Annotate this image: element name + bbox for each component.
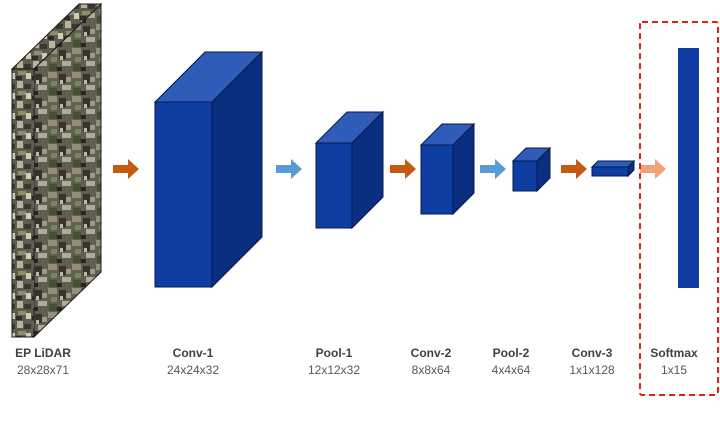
layer-label-pool1: Pool-1 12x12x32 (279, 345, 389, 379)
conv-arrow-icon (561, 159, 587, 179)
layer-label-conv2: Conv-2 8x8x64 (376, 345, 486, 379)
layer-label-pool2: Pool-2 4x4x64 (456, 345, 566, 379)
block-front-face (512, 160, 538, 192)
layer-label-softmax: Softmax 1x15 (619, 345, 720, 379)
input-cube-front (11, 68, 35, 338)
layer-dims: 4x4x64 (491, 363, 531, 377)
layer-block-pool1 (314, 110, 385, 230)
layer-dims: 8x8x64 (411, 363, 451, 377)
layer-block-conv1 (153, 50, 264, 289)
block-front-face (315, 142, 353, 229)
layer-dims: 24x24x32 (166, 363, 220, 377)
block-front-face (591, 166, 629, 177)
input-lidar-cube (10, 2, 103, 339)
conv-arrow-icon (113, 159, 139, 179)
layer-dims: 28x28x71 (16, 363, 70, 377)
layer-block-pool2 (511, 146, 552, 193)
layer-name: EP LiDAR (15, 346, 71, 360)
softmax-arrow-icon (640, 159, 666, 179)
softmax-output-bar (678, 48, 699, 288)
layer-name: Softmax (650, 346, 698, 360)
layer-dims: 12x12x32 (307, 363, 361, 377)
layer-block-conv2 (419, 122, 476, 216)
conv-arrow-icon (390, 159, 416, 179)
layer-block-conv3 (590, 159, 636, 178)
layer-label-conv3: Conv-3 1x1x128 (537, 345, 647, 379)
block-front-face (420, 144, 454, 215)
block-top-face (590, 160, 636, 168)
layer-name: Conv-2 (410, 346, 452, 360)
softmax-highlight-box (639, 21, 719, 396)
block-front-face (154, 101, 213, 288)
pool-arrow-icon (480, 159, 506, 179)
input-cube-side-shade (34, 4, 101, 337)
layer-dims: 1x1x128 (569, 363, 615, 377)
layer-name: Conv-3 (571, 346, 613, 360)
layer-name: Pool-1 (315, 346, 353, 360)
layer-name: Pool-2 (492, 346, 530, 360)
layer-dims: 1x15 (660, 363, 688, 377)
layer-name: Conv-1 (172, 346, 214, 360)
layer-label-conv1: Conv-1 24x24x32 (138, 345, 248, 379)
pool-arrow-icon (276, 159, 302, 179)
layer-label-input: EP LiDAR 28x28x71 (0, 345, 98, 379)
